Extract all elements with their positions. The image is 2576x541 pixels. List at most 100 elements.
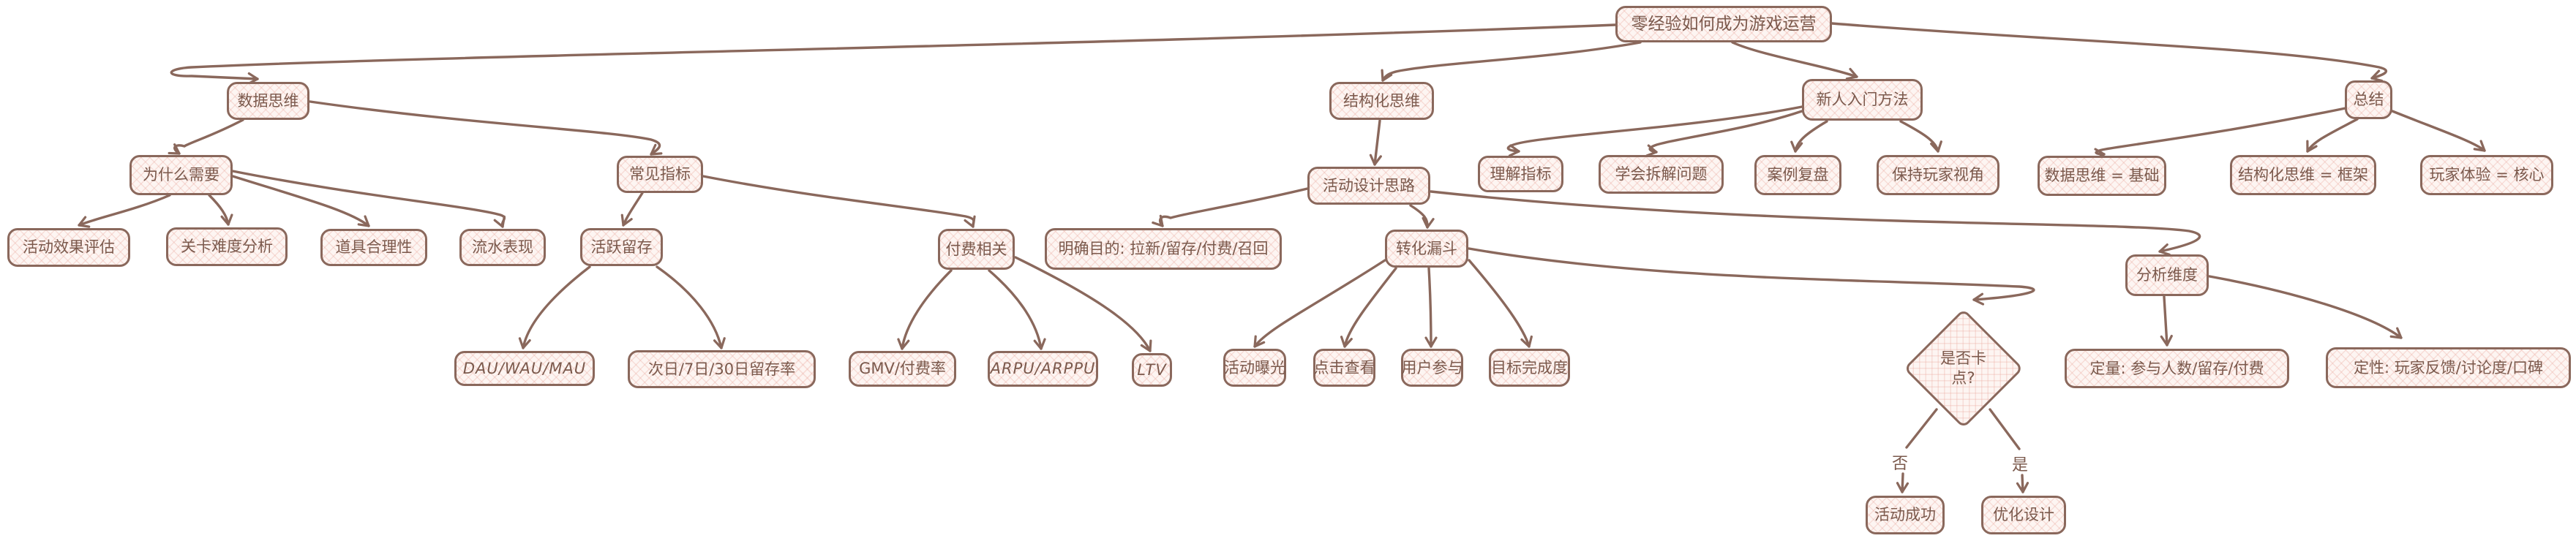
node-label: ARPU/ARPPU (990, 360, 1096, 378)
node-label: 玩家体验 = 核心 (2429, 166, 2545, 184)
node-payment[interactable]: 付费相关 (938, 229, 1015, 270)
node-label: 活动成功 (1874, 506, 1936, 524)
node-revenue[interactable]: 流水表现 (459, 229, 546, 266)
edge-summary-to-player-core (2391, 110, 2486, 152)
node-label: 活动设计思路 (1323, 176, 1415, 194)
edge-analysis-dimension-to-quantitative (2160, 295, 2173, 347)
node-player-perspective[interactable]: 保持玩家视角 (1877, 155, 1999, 195)
edge-label-yes[interactable]: 是 (2012, 456, 2029, 474)
edge-common-metrics-to-payment (702, 175, 976, 228)
node-retention-rate[interactable]: 次日/7日/30日留存率 (628, 350, 816, 388)
node-active-retention[interactable]: 活跃留存 (580, 228, 663, 266)
node-level-difficulty[interactable]: 关卡难度分析 (166, 227, 288, 266)
edge-yes-label-to-optimize-design (2016, 474, 2029, 493)
node-label: 关卡难度分析 (181, 238, 273, 256)
edge-label-no[interactable]: 否 (1892, 455, 1909, 473)
node-newcomer[interactable]: 新人入门方法 (1802, 79, 1923, 121)
node-clarify-purpose[interactable]: 明确目的: 拉新/留存/付费/召回 (1045, 228, 1282, 270)
edge-conversion-funnel-to-participation (1424, 267, 1438, 348)
node-label: 道具合理性 (335, 238, 413, 257)
node-why-needed[interactable]: 为什么需要 (129, 155, 233, 195)
edge-root-to-newcomer (1731, 41, 1858, 80)
edge-active-retention-to-retention-rate (656, 265, 726, 349)
edge-conversion-funnel-to-goal-completion (1468, 259, 1533, 348)
node-label: 活动效果评估 (23, 238, 115, 257)
edge-newcomer-to-player-perspective (1899, 120, 1942, 153)
node-conversion-funnel[interactable]: 转化漏斗 (1385, 230, 1468, 268)
node-dau[interactable]: DAU/WAU/MAU (454, 351, 595, 386)
node-root[interactable]: 零经验如何成为游戏运营 (1615, 6, 1832, 42)
edge-why-needed-to-level-difficulty (208, 194, 233, 226)
node-label: 定性: 玩家反馈/讨论度/口碑 (2354, 358, 2543, 377)
edge-root-to-structured-thinking (1381, 41, 1642, 82)
edge-summary-to-structure-frame (2306, 118, 2359, 153)
node-participation[interactable]: 用户参与 (1401, 349, 1463, 387)
node-label: 点击查看 (1313, 358, 1375, 377)
node-data-basic[interactable]: 数据思维 = 基础 (2038, 156, 2166, 196)
node-analysis-dimension[interactable]: 分析维度 (2125, 254, 2209, 296)
node-structured-thinking[interactable]: 结构化思维 (1329, 82, 1434, 120)
node-label: 结构化思维 (1343, 91, 1420, 110)
edge-newcomer-to-decompose (1645, 110, 1803, 157)
node-label: 分析维度 (2136, 266, 2198, 284)
node-label: DAU/WAU/MAU (462, 359, 587, 377)
edge-why-needed-to-activity-effect (78, 194, 171, 228)
node-activity-design[interactable]: 活动设计思路 (1307, 167, 1430, 205)
edge-conversion-funnel-to-exposure (1253, 259, 1386, 348)
node-optimize-design[interactable]: 优化设计 (1981, 496, 2066, 534)
node-label: GMV/付费率 (859, 360, 946, 378)
edge-common-metrics-to-active-retention (620, 192, 644, 227)
node-activity-effect[interactable]: 活动效果评估 (7, 228, 130, 267)
node-qualitative[interactable]: 定性: 玩家反馈/讨论度/口碑 (2326, 347, 2571, 388)
node-gmv[interactable]: GMV/付费率 (849, 351, 956, 387)
node-label: 零经验如何成为游戏运营 (1631, 14, 1817, 34)
node-label: 目标完成度 (1491, 358, 1568, 377)
edge-root-to-summary (1830, 22, 2388, 83)
node-stuck-point[interactable]: 是否卡点? (1902, 308, 2024, 428)
edge-active-retention-to-dau (518, 265, 591, 349)
edge-no-label-to-activity-success (1896, 472, 1910, 493)
node-exposure[interactable]: 活动曝光 (1223, 349, 1286, 387)
node-player-core[interactable]: 玩家体验 = 核心 (2420, 155, 2553, 195)
node-label: 活跃留存 (590, 238, 653, 256)
node-click-view[interactable]: 点击查看 (1313, 349, 1375, 387)
edge-why-needed-to-item-rationality (231, 175, 370, 227)
edge-stuck-point-to-no-label (1905, 408, 1938, 449)
node-data-thinking[interactable]: 数据思维 (227, 82, 309, 120)
node-decompose[interactable]: 学会拆解问题 (1599, 155, 1724, 194)
node-structure-frame[interactable]: 结构化思维 = 框架 (2230, 155, 2376, 195)
node-item-rationality[interactable]: 道具合理性 (320, 229, 427, 266)
edge-analysis-dimension-to-qualitative (2208, 275, 2403, 339)
edge-payment-to-arpu (988, 269, 1046, 350)
node-quantitative[interactable]: 定量: 参与人数/留存/付费 (2065, 349, 2289, 388)
node-arpu[interactable]: ARPU/ARPPU (988, 351, 1098, 387)
node-label: 定量: 参与人数/留存/付费 (2089, 359, 2264, 377)
node-label: 转化漏斗 (1396, 239, 1457, 257)
node-common-metrics[interactable]: 常见指标 (617, 156, 703, 193)
node-summary[interactable]: 总结 (2345, 80, 2392, 119)
node-activity-success[interactable]: 活动成功 (1866, 496, 1945, 534)
node-label: 为什么需要 (143, 166, 219, 184)
node-label: 数据思维 (237, 91, 299, 110)
node-label: 数据思维 = 基础 (2044, 167, 2160, 185)
node-label: 明确目的: 拉新/留存/付费/召回 (1058, 240, 1269, 258)
node-label: 保持玩家视角 (1892, 166, 1984, 184)
edge-activity-design-to-conversion-funnel (1409, 204, 1435, 229)
edge-newcomer-to-understand-metrics (1506, 105, 1803, 157)
node-understand-metrics[interactable]: 理解指标 (1478, 156, 1563, 192)
node-case-review[interactable]: 案例复盘 (1754, 155, 1841, 195)
node-ltv[interactable]: LTV (1132, 353, 1172, 387)
node-label: 总结 (2353, 91, 2384, 109)
edge-activity-design-to-clarify-purpose (1152, 187, 1309, 227)
node-label: 优化设计 (1993, 506, 2054, 524)
node-goal-completion[interactable]: 目标完成度 (1489, 349, 1570, 387)
node-label: 是否卡点? (1940, 349, 1986, 387)
node-label: 学会拆解问题 (1615, 165, 1708, 184)
edge-conversion-funnel-to-click-view (1340, 267, 1397, 348)
node-label: 结构化思维 = 框架 (2238, 166, 2368, 184)
edge-why-needed-to-revenue (231, 170, 506, 228)
edge-root-to-data-thinking (170, 23, 1617, 86)
edge-structured-thinking-to-activity-design (1369, 119, 1382, 166)
